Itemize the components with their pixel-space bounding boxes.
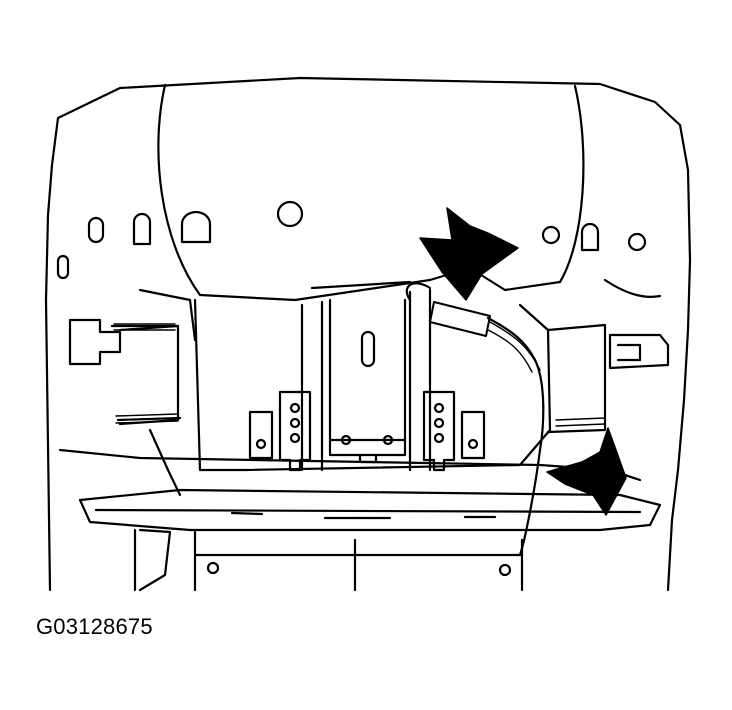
- wiring-harness: [310, 280, 545, 557]
- right-side-bracket: [546, 278, 670, 434]
- center-channel: [300, 288, 432, 472]
- lower-frame: [133, 528, 524, 592]
- left-side-bracket: [68, 288, 197, 497]
- mounting-holes: [56, 200, 647, 280]
- lower-cross-bar: [58, 448, 662, 532]
- arrow-connector-icon: [419, 207, 519, 301]
- upper-pad: [157, 83, 585, 302]
- seat-back-outline: [44, 76, 692, 592]
- recliner-latches: [248, 390, 486, 472]
- arrow-lower-right-icon: [546, 427, 627, 516]
- seat-back-diagram: [44, 76, 692, 592]
- figure-code: G03128675: [36, 614, 153, 639]
